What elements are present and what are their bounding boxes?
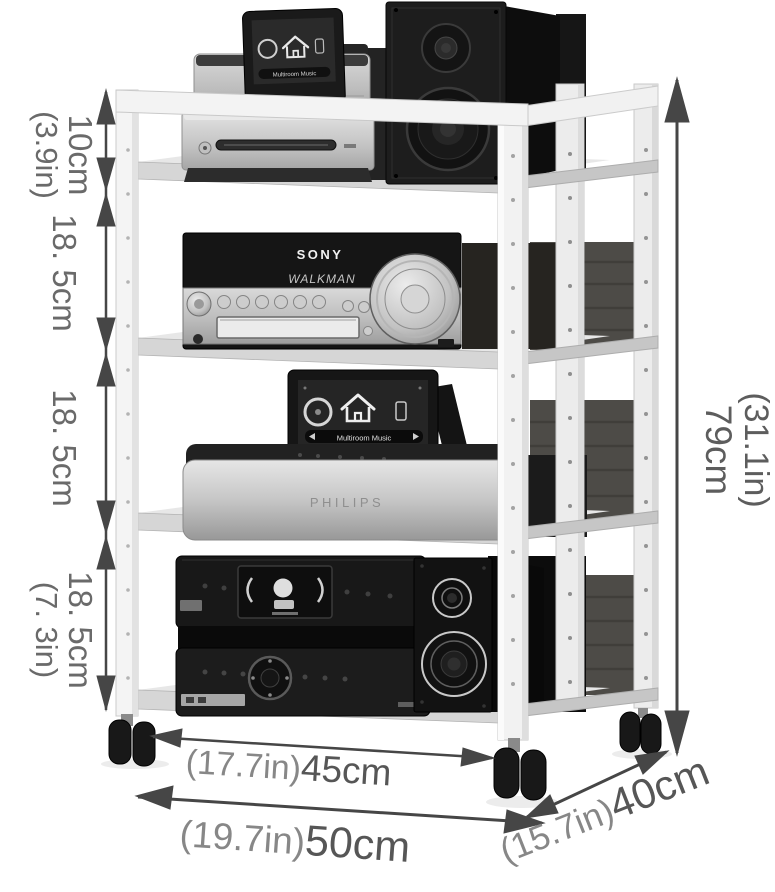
component-a [175,555,427,629]
rack-mid-post [555,83,585,707]
rack-top-rail [115,89,529,127]
rack-front-frame [115,89,529,741]
caster-back-right [619,708,662,755]
tweeter [421,23,471,73]
streamer-tier: Multiroom Music PHILIPS [182,369,587,541]
dim-overall-width-arrow [134,785,546,834]
rack-right-front-post [497,103,529,741]
button-row [217,295,370,313]
tablet-top-caption: Multiroom Music [273,71,317,79]
rack-back-post [633,83,659,709]
streamer: PHILIPS [182,444,518,541]
rack-left-post [115,89,139,717]
receiver: SONY WALKMAN [182,232,584,350]
casters [101,708,672,808]
speaker-top [385,1,507,185]
woofer [421,631,487,697]
caster-front-right [493,738,547,801]
receiver-display-window [216,316,360,339]
dim-left-line [96,88,116,712]
tweeter [432,578,472,618]
component-b-dial [247,655,293,701]
dimension-arrows [96,76,690,834]
receiver-brand: SONY [297,247,344,262]
bottom-tier [175,555,586,717]
dim-depth-arrow [523,750,670,819]
volume-knob [369,253,461,345]
dim-left-label-1: 10cm (3.9in) [29,111,99,199]
dim-height-line [664,76,690,757]
rack-side-frame [523,83,659,717]
dim-left-label-4: 18. 5cm (7. 3in) [29,571,99,689]
tablet-top: Multiroom Music [242,7,346,106]
dim-height-label: (31.1in) 79cm [697,392,775,508]
speaker-bottom [413,557,493,713]
tablet-middle: Multiroom Music [287,369,439,465]
receiver-display: WALKMAN [288,272,355,286]
component-b [175,647,431,717]
streamer-brand: PHILIPS [310,495,384,510]
tablet-caption: Multiroom Music [337,434,392,443]
dim-left-label-2: 18. 5cm [46,214,83,332]
caster-front-left [108,714,156,767]
dim-inner-width-arrow [149,728,496,767]
cd-player [181,111,375,182]
dim-left-label-3: 18. 5cm [46,389,83,507]
